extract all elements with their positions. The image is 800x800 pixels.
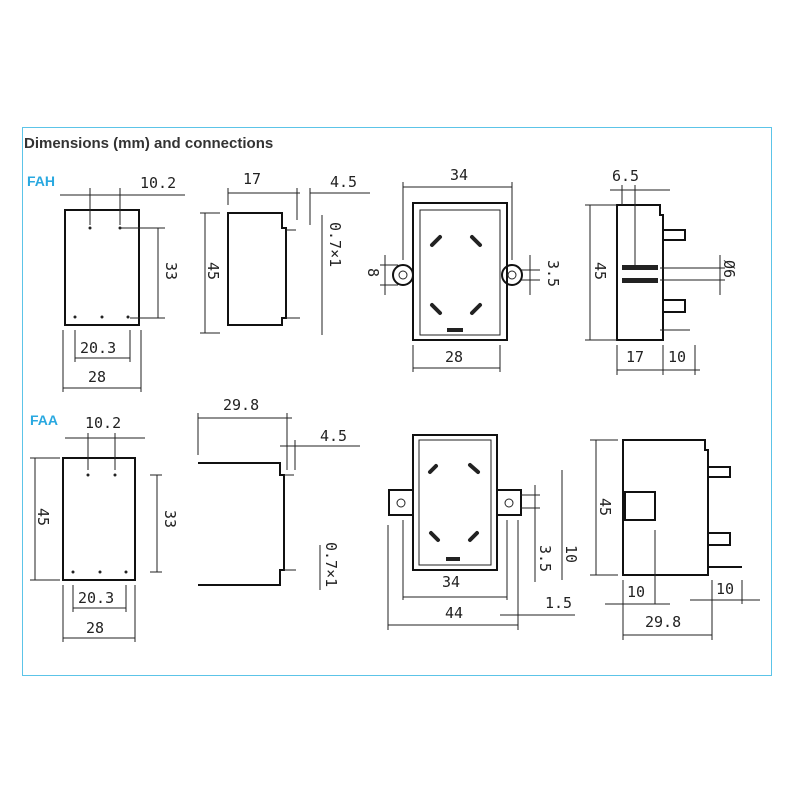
faa-front-view: 10.2 45 33 20.3 28 <box>30 414 179 642</box>
fah-side-view: 17 4.5 45 0.7×1 <box>200 170 370 335</box>
fah-rear-height: 45 <box>591 262 609 280</box>
faa-side-view: 29.8 4.5 0.7×1 <box>197 396 360 590</box>
faa-top-view: 34 44 1.5 3.5 10 <box>387 434 580 630</box>
faa-front-height-pins: 33 <box>161 510 179 528</box>
fah-side-height: 45 <box>204 262 222 280</box>
faa-rear-offset-right: 10 <box>716 580 734 598</box>
faa-front-width-pins: 20.3 <box>78 589 114 607</box>
fah-front-pin-spacing: 10.2 <box>140 174 176 192</box>
fah-top-hole: 3.5 <box>544 260 562 287</box>
model-label-fah: FAH <box>27 173 55 189</box>
fah-top-view: 34 28 8 3.5 <box>364 166 562 372</box>
fah-front-width-pins: 20.3 <box>80 339 116 357</box>
section-title: Dimensions (mm) and connections <box>24 135 274 152</box>
faa-front-pin-spacing: 10.2 <box>85 414 121 432</box>
fah-rear-depth: 17 <box>626 348 644 366</box>
faa-side-pin-length: 4.5 <box>320 427 347 445</box>
fah-front-width: 28 <box>88 368 106 386</box>
faa-top-ear-thickness: 1.5 <box>545 594 572 612</box>
fah-side-depth: 17 <box>243 170 261 188</box>
fah-front-height-pins: 33 <box>162 262 180 280</box>
faa-top-hole: 3.5 <box>536 545 554 572</box>
faa-rear-height: 45 <box>596 498 614 516</box>
fah-rear-offset: 6.5 <box>612 167 639 185</box>
faa-front-height: 45 <box>34 508 52 526</box>
faa-top-mount-spacing: 44 <box>445 604 463 622</box>
fah-rear-diameter: Ø6 <box>720 260 738 278</box>
faa-rear-offset-left: 10 <box>627 583 645 601</box>
faa-rear-view: 45 10 10 29.8 <box>590 439 760 640</box>
model-label-faa: FAA <box>30 412 58 428</box>
fah-top-depth: 28 <box>445 348 463 366</box>
dimensions-panel <box>22 127 772 676</box>
faa-top-ear-height: 10 <box>562 545 580 563</box>
fah-rear-pin-offset: 10 <box>668 348 686 366</box>
faa-rear-depth: 29.8 <box>645 613 681 631</box>
faa-front-width: 28 <box>86 619 104 637</box>
faa-side-depth: 29.8 <box>223 396 259 414</box>
fah-top-width: 34 <box>450 166 468 184</box>
fah-side-pin-length: 4.5 <box>330 173 357 191</box>
faa-side-pin-size: 0.7×1 <box>322 542 340 587</box>
fah-top-ear-height: 8 <box>364 268 382 277</box>
fah-rear-view: 6.5 45 Ø6 17 10 <box>585 167 738 375</box>
fah-side-pin-size: 0.7×1 <box>326 222 344 267</box>
faa-top-width: 34 <box>442 573 460 591</box>
fah-front-view: 10.2 33 20.3 28 <box>60 174 185 392</box>
